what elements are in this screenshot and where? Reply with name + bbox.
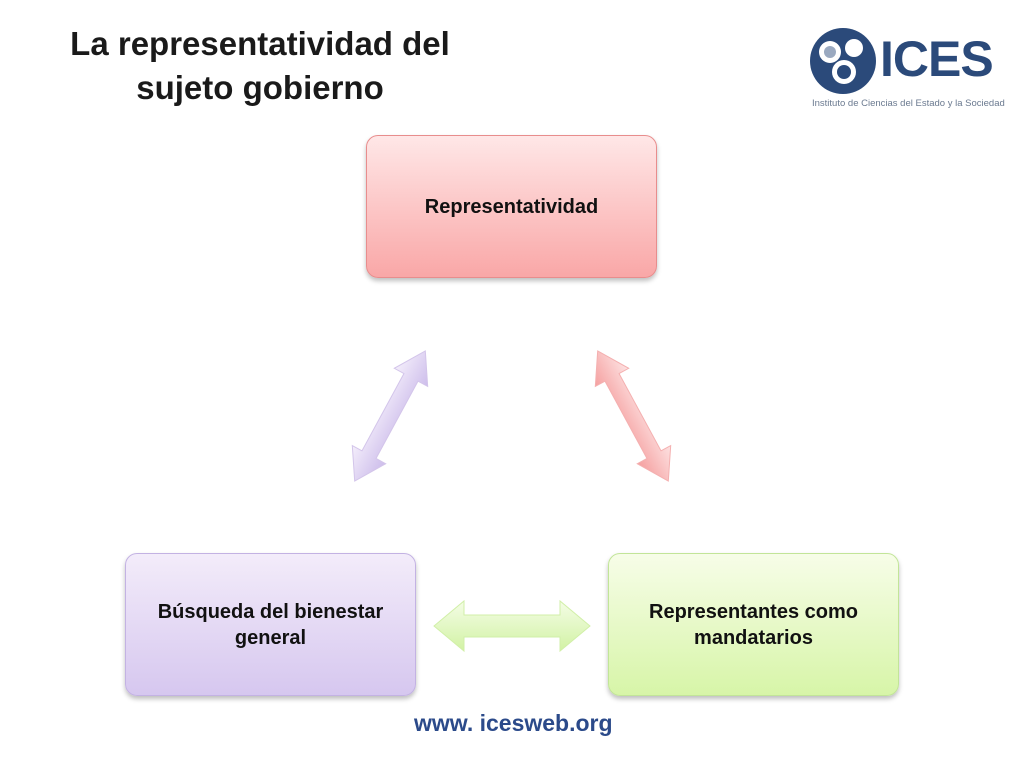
slide-title-line-1: La representatividad del (70, 25, 450, 62)
slide-title-line-2: sujeto gobierno (136, 69, 384, 106)
double-arrow-left-top (351, 350, 429, 482)
ices-logo: ICES Instituto de Ciencias del Estado y … (808, 24, 1005, 116)
ices-circles-logo-icon (810, 28, 876, 94)
node-representantes-mandatarios: Representantes como mandatarios (608, 553, 899, 696)
slide-title: La representatividad del sujeto gobierno (30, 22, 490, 110)
double-arrow-top-right (594, 350, 672, 482)
logo-subtitle: Instituto de Ciencias del Estado y la So… (812, 98, 1005, 109)
logo-name: ICES (880, 31, 994, 87)
double-arrow-left-right (433, 599, 591, 653)
node-busqueda-bienestar: Búsqueda del bienestar general (125, 553, 416, 696)
footer-url[interactable]: www. icesweb.org (414, 710, 613, 736)
node-representatividad: Representatividad (366, 135, 657, 278)
